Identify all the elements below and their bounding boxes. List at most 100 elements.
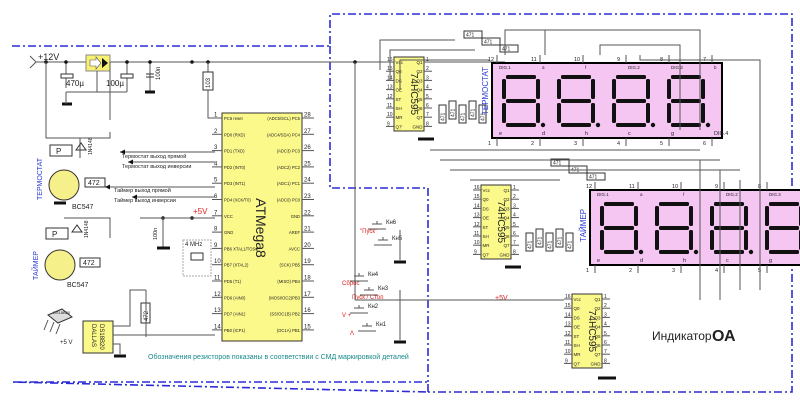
power-section: +12V 470µ 100µ 100n [29,52,505,106]
mcu-pin-label: AVCC [289,246,300,251]
sr-pin-number: 14 [474,203,480,209]
mcu-pin-label: GND [224,230,233,235]
display-pin-label: c [726,258,729,264]
sr-pin-number: 3 [604,312,607,318]
mcu-pin-label: (MISO) PB4 [277,279,300,284]
sr-pin-number: 11 [387,103,392,109]
sr-pin-number: 2 [513,194,516,200]
display-pin-number: 10 [672,184,678,190]
mcu-pin-label: (MOSI/OC2)PB3 [269,295,301,300]
segment [671,75,701,79]
display-pin-label: g [671,131,674,137]
sr-pin-label: Q3 [416,78,423,83]
display-pin-label: f [683,192,685,197]
segment [769,250,799,254]
display-pin-number: 10 [574,57,580,63]
mcu-pin-label: PD3 (INT1) [224,181,246,186]
segment [536,103,540,123]
segment [671,123,701,127]
mcu-pin-label: PD2 (INT0) [224,165,246,170]
display-pin-label: DIG.3 [769,192,781,197]
sr-pin-number: 10 [474,240,480,246]
resistor-value: 471 [502,47,511,53]
mcu-pin-label: AREF [289,230,301,235]
segment [671,99,701,103]
sr-pin-number: 7 [513,240,516,246]
segment [701,103,705,123]
mcu-pin-label: (ADC4/SDA) PC4 [267,132,301,137]
sr-pin-number: 4 [426,85,429,91]
mcu-pin-label: PB7 (XTAL2) [224,263,249,268]
sr-pin-label: ST [396,97,402,102]
sr-pin-number: 8 [426,121,429,127]
sr-pin-label: Vcc [483,188,491,193]
sr-pin-number: 11 [565,340,570,346]
sr-pin-label: Q1 [416,60,423,65]
segment [591,79,595,99]
resistor-value: 471 [538,236,544,245]
svg-text:1N4148: 1N4148 [84,220,90,238]
sr-pin-label: Q4 [594,325,601,330]
timer-inverse-label: Таймер выход инверсии [114,197,176,204]
relay-timer-label: ТАЙМЕР [31,251,40,280]
mcu-pin-number: 25 [304,161,311,167]
timer-direct-label: Таймер выход прямой [114,187,171,194]
c3-label: 100n [156,67,162,80]
sr-pin-label: ST [483,225,489,230]
svg-text:1N4148: 1N4148 [88,137,94,155]
button-2[interactable]: Кн5 [374,236,403,246]
resistor-471 [525,232,534,252]
display-pin-label: e [499,131,502,137]
resistor-471 [545,232,554,252]
mcu-pin-number: 14 [214,324,221,330]
board-border-main [11,13,793,393]
sr-pin-label: OE [396,88,403,93]
mcu-pin-label: (ADC1) PC1 [277,181,301,186]
svg-text:DALLAS: DALLAS [90,324,96,347]
sr-pin-label: Q2 [503,197,510,202]
display-pin-label: g [769,258,772,264]
resistor-471 [478,104,487,124]
display-pin-number: 4 [715,268,718,274]
mcu-pin-number: 20 [304,243,311,249]
sr-name: 74HC595 [408,73,419,116]
resistor-471 [468,100,477,120]
segment [506,75,536,79]
resistor-value: 471 [484,40,493,46]
note: Обозначения резисторов показаны в соотве… [148,353,409,361]
regulator-icon [89,56,102,70]
button-note: Пуск / Стоп [352,295,383,301]
sr-pin-number: 3 [426,75,429,81]
segment [561,99,591,103]
button-id: Кн5 [392,236,403,242]
segment [744,206,748,226]
sr-pin-number: 2 [604,303,607,309]
sr-pin-label: GND [591,361,602,366]
sr-pin-label: Q5 [503,225,510,230]
button-1[interactable]: Кн6"Пуск" [360,220,397,235]
sr-pin-number: 5 [513,222,516,228]
segment [561,75,591,79]
segment [502,79,506,99]
display-pin-number: 11 [531,57,537,63]
sr-pin-label: Q1 [503,188,510,193]
segment [557,79,561,99]
resistor-value: 471 [441,112,447,121]
mcu-pin-number: 10 [214,259,221,265]
c1-label: 470µ [66,79,84,88]
segment [591,103,595,123]
sensor-supply: +5 V [60,340,73,346]
sr-pin-label: Q7 [416,115,423,120]
display-pin-number: 12 [488,57,494,63]
decimal-point [540,122,546,128]
display-pin-number: 2 [629,268,632,274]
segment [765,206,769,226]
vcc-label-mcu: +5V [193,207,208,216]
display-pin-label: a [640,192,643,197]
sr-pin-label: Q6 [416,106,423,111]
